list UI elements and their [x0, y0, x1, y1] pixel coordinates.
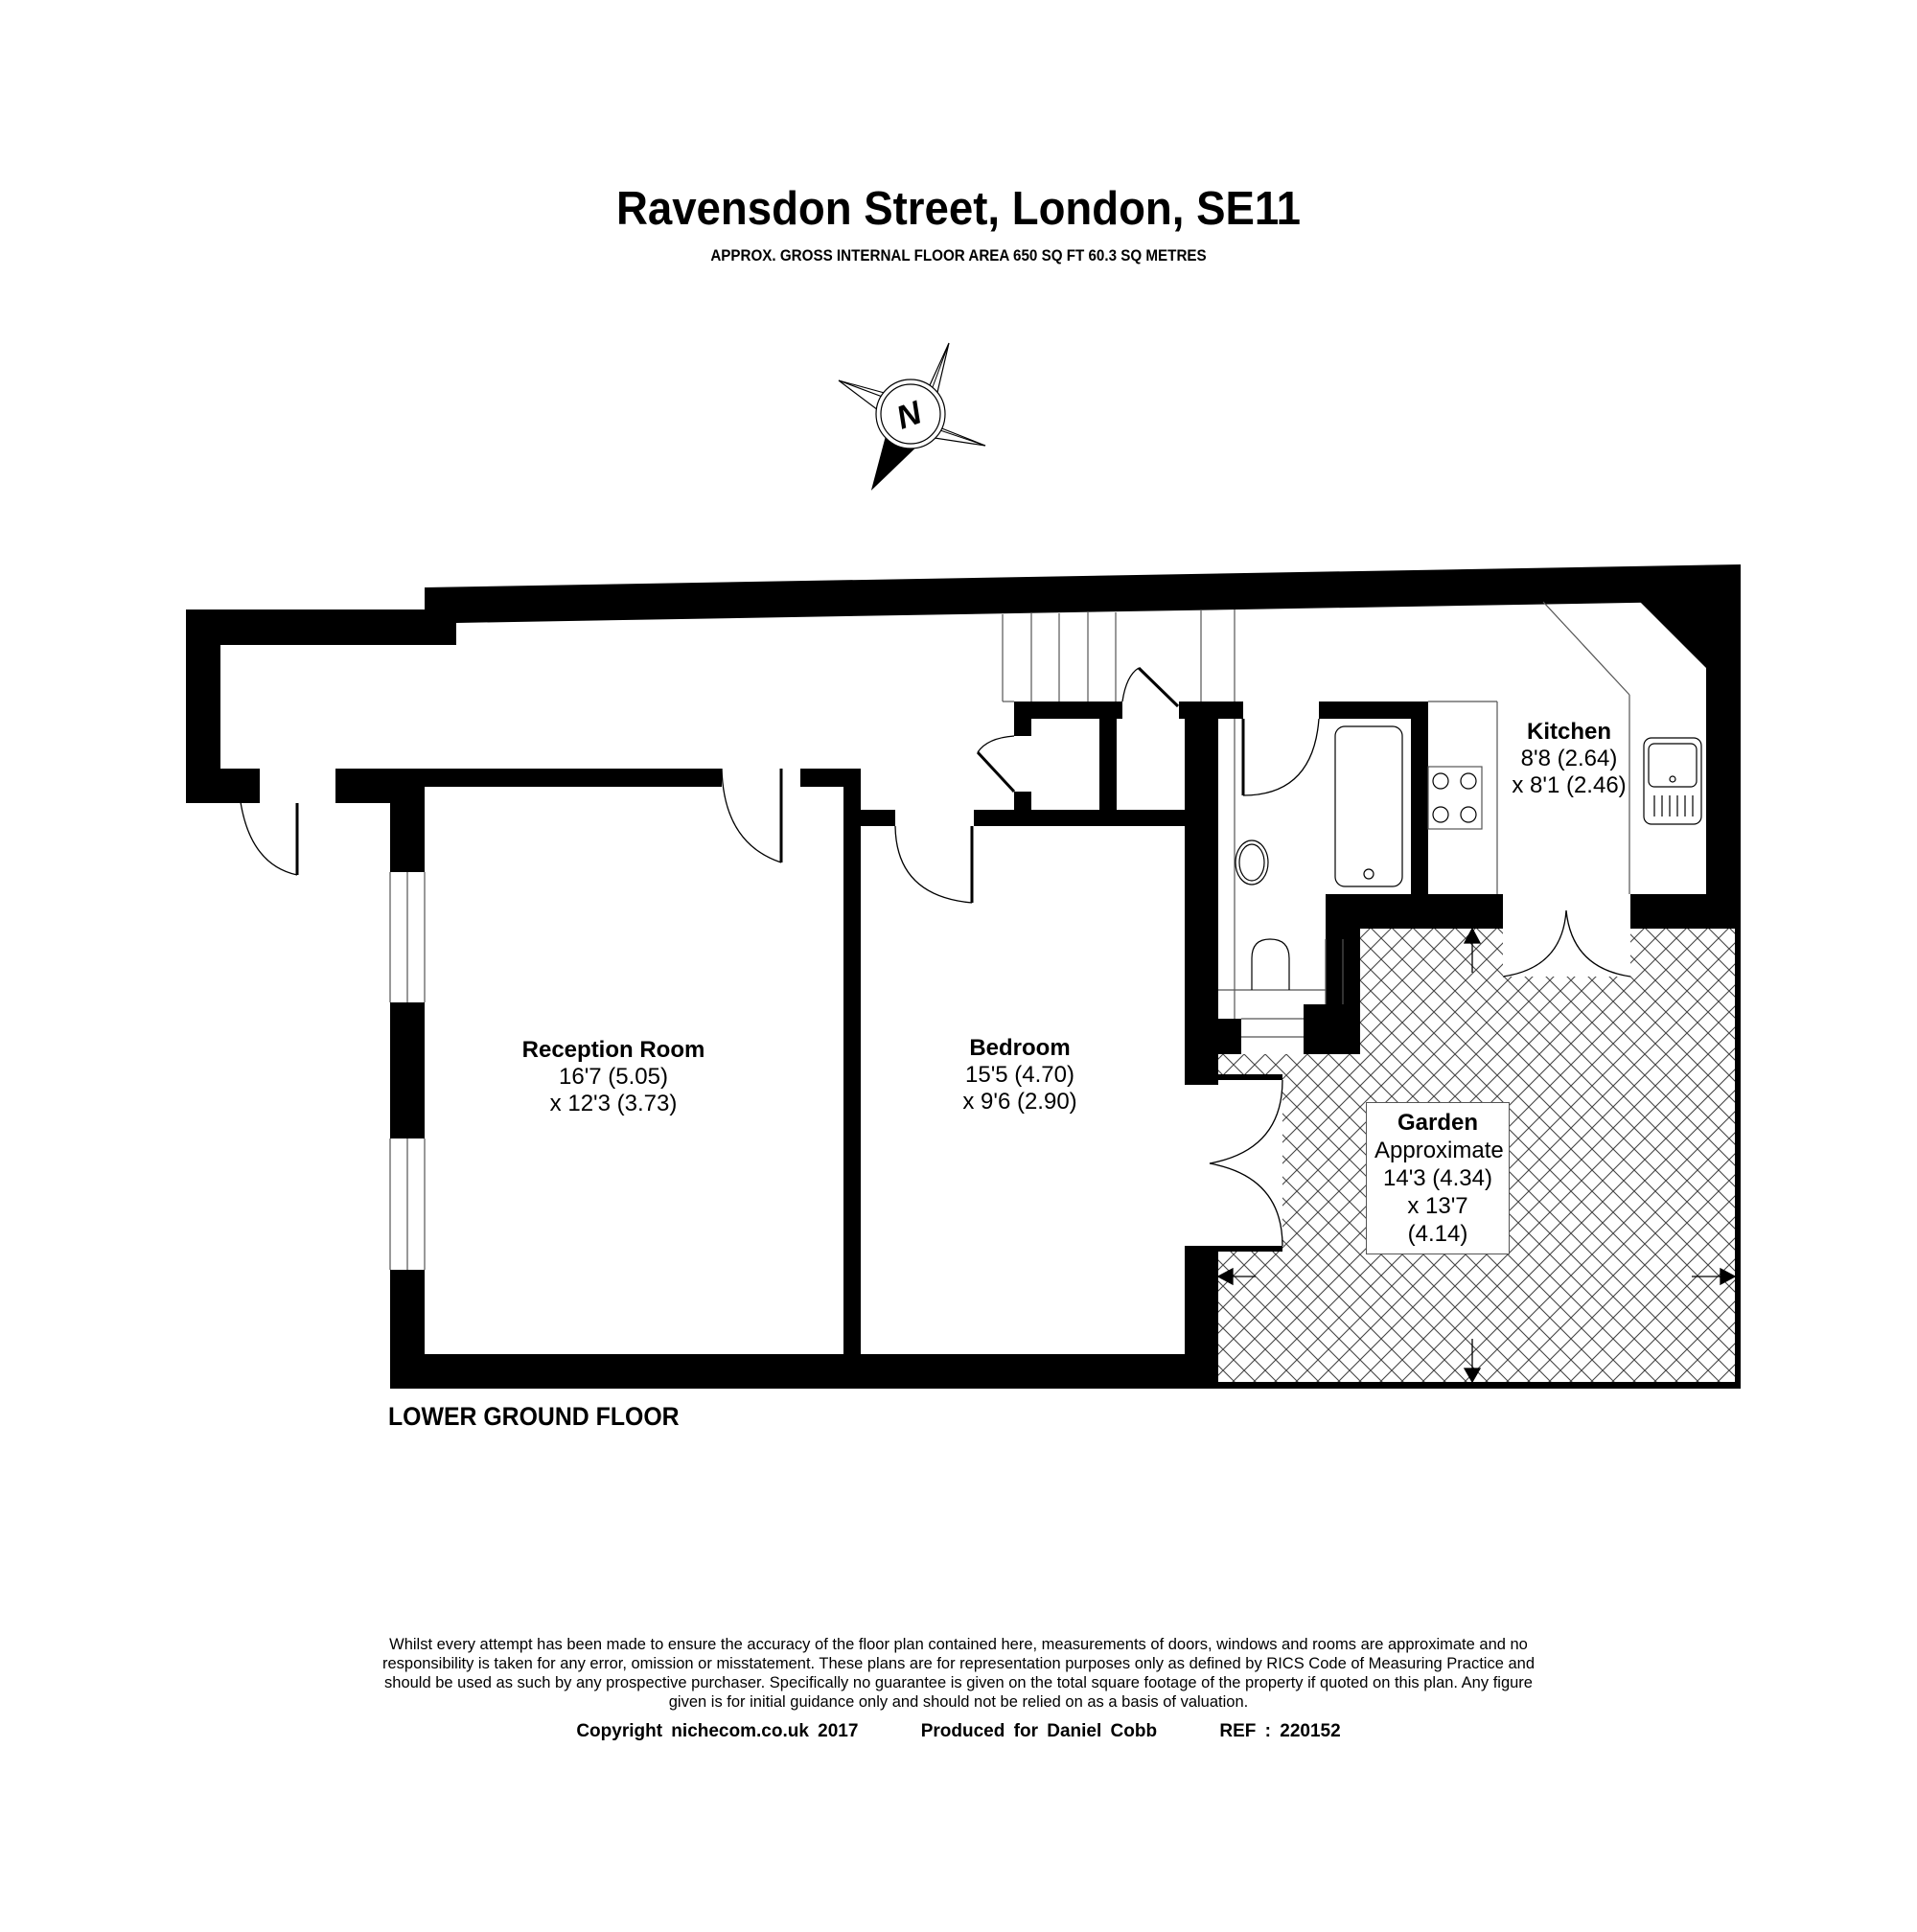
dimension-arrows — [1216, 927, 1737, 1384]
washbasin-icon — [1235, 840, 1269, 886]
room-label-kitchen: Kitchen 8'8 (2.64) x 8'1 (2.46) — [1512, 719, 1627, 798]
floor-area-subtitle: APPROX. GROSS INTERNAL FLOOR AREA 650 SQ… — [710, 247, 1207, 264]
walls — [186, 564, 1741, 1389]
fixtures — [1235, 725, 1702, 990]
stairs — [389, 601, 1630, 1270]
doors — [237, 666, 1631, 1247]
room-label-bedroom: Bedroom 15'5 (4.70) x 9'6 (2.90) — [962, 1035, 1077, 1115]
hob-icon — [1432, 772, 1477, 823]
reference-text: REF : 220152 — [1219, 1721, 1341, 1741]
credits-line: Copyright nichecom.co.uk 2017 Produced f… — [0, 1721, 1917, 1742]
floor-level-label: LOWER GROUND FLOOR — [388, 1402, 680, 1431]
copyright-text: Copyright nichecom.co.uk 2017 — [576, 1721, 859, 1741]
toilet-icon — [1251, 938, 1290, 990]
sink-icon — [1643, 737, 1702, 825]
room-label-reception: Reception Room 16'7 (5.05) x 12'3 (3.73) — [521, 1037, 705, 1116]
produced-for-text: Produced for Daniel Cobb — [920, 1721, 1158, 1741]
page-title: Ravensdon Street, London, SE11 — [615, 183, 1302, 235]
bathtub-icon — [1334, 725, 1403, 887]
room-label-garden: Garden Approximate 14'3 (4.34) x 13'7 (4… — [1366, 1102, 1510, 1254]
north-compass-icon: N — [838, 342, 986, 491]
disclaimer-text: Whilst every attempt has been made to en… — [381, 1636, 1536, 1711]
